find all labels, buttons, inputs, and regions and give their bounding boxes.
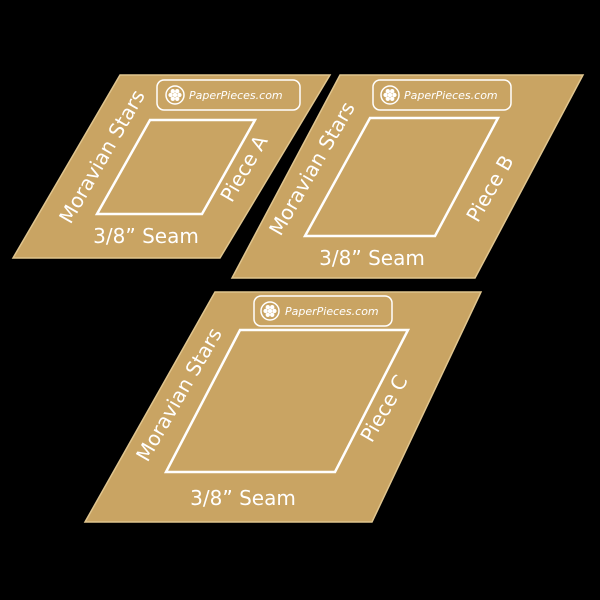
template-c-seam-label: 3/8” Seam bbox=[190, 486, 296, 510]
template-c-window bbox=[163, 328, 411, 474]
honeycomb-logo-icon bbox=[165, 85, 185, 105]
template-b-brand-box bbox=[372, 79, 512, 111]
honeycomb-logo-icon bbox=[380, 85, 400, 105]
template-c-shape bbox=[83, 291, 483, 523]
template-b-brand: PaperPieces.com bbox=[404, 89, 498, 102]
template-a-seam-label: 3/8” Seam bbox=[93, 224, 199, 248]
honeycomb-logo-icon bbox=[260, 301, 280, 321]
template-c-brand: PaperPieces.com bbox=[285, 305, 379, 318]
template-piece-a: PaperPieces.com Moravian Stars Piece A 3… bbox=[11, 74, 332, 259]
template-piece-c: PaperPieces.com Moravian Stars Piece C 3… bbox=[83, 291, 483, 523]
template-a-brand-box bbox=[156, 79, 301, 111]
template-piece-b: PaperPieces.com Moravian Stars Piece B 3… bbox=[230, 74, 585, 279]
template-c-brand-box bbox=[253, 295, 393, 327]
template-b-seam-label: 3/8” Seam bbox=[319, 246, 425, 270]
template-b-window bbox=[302, 116, 501, 238]
template-a-brand: PaperPieces.com bbox=[189, 89, 283, 102]
template-a-window bbox=[94, 118, 258, 216]
